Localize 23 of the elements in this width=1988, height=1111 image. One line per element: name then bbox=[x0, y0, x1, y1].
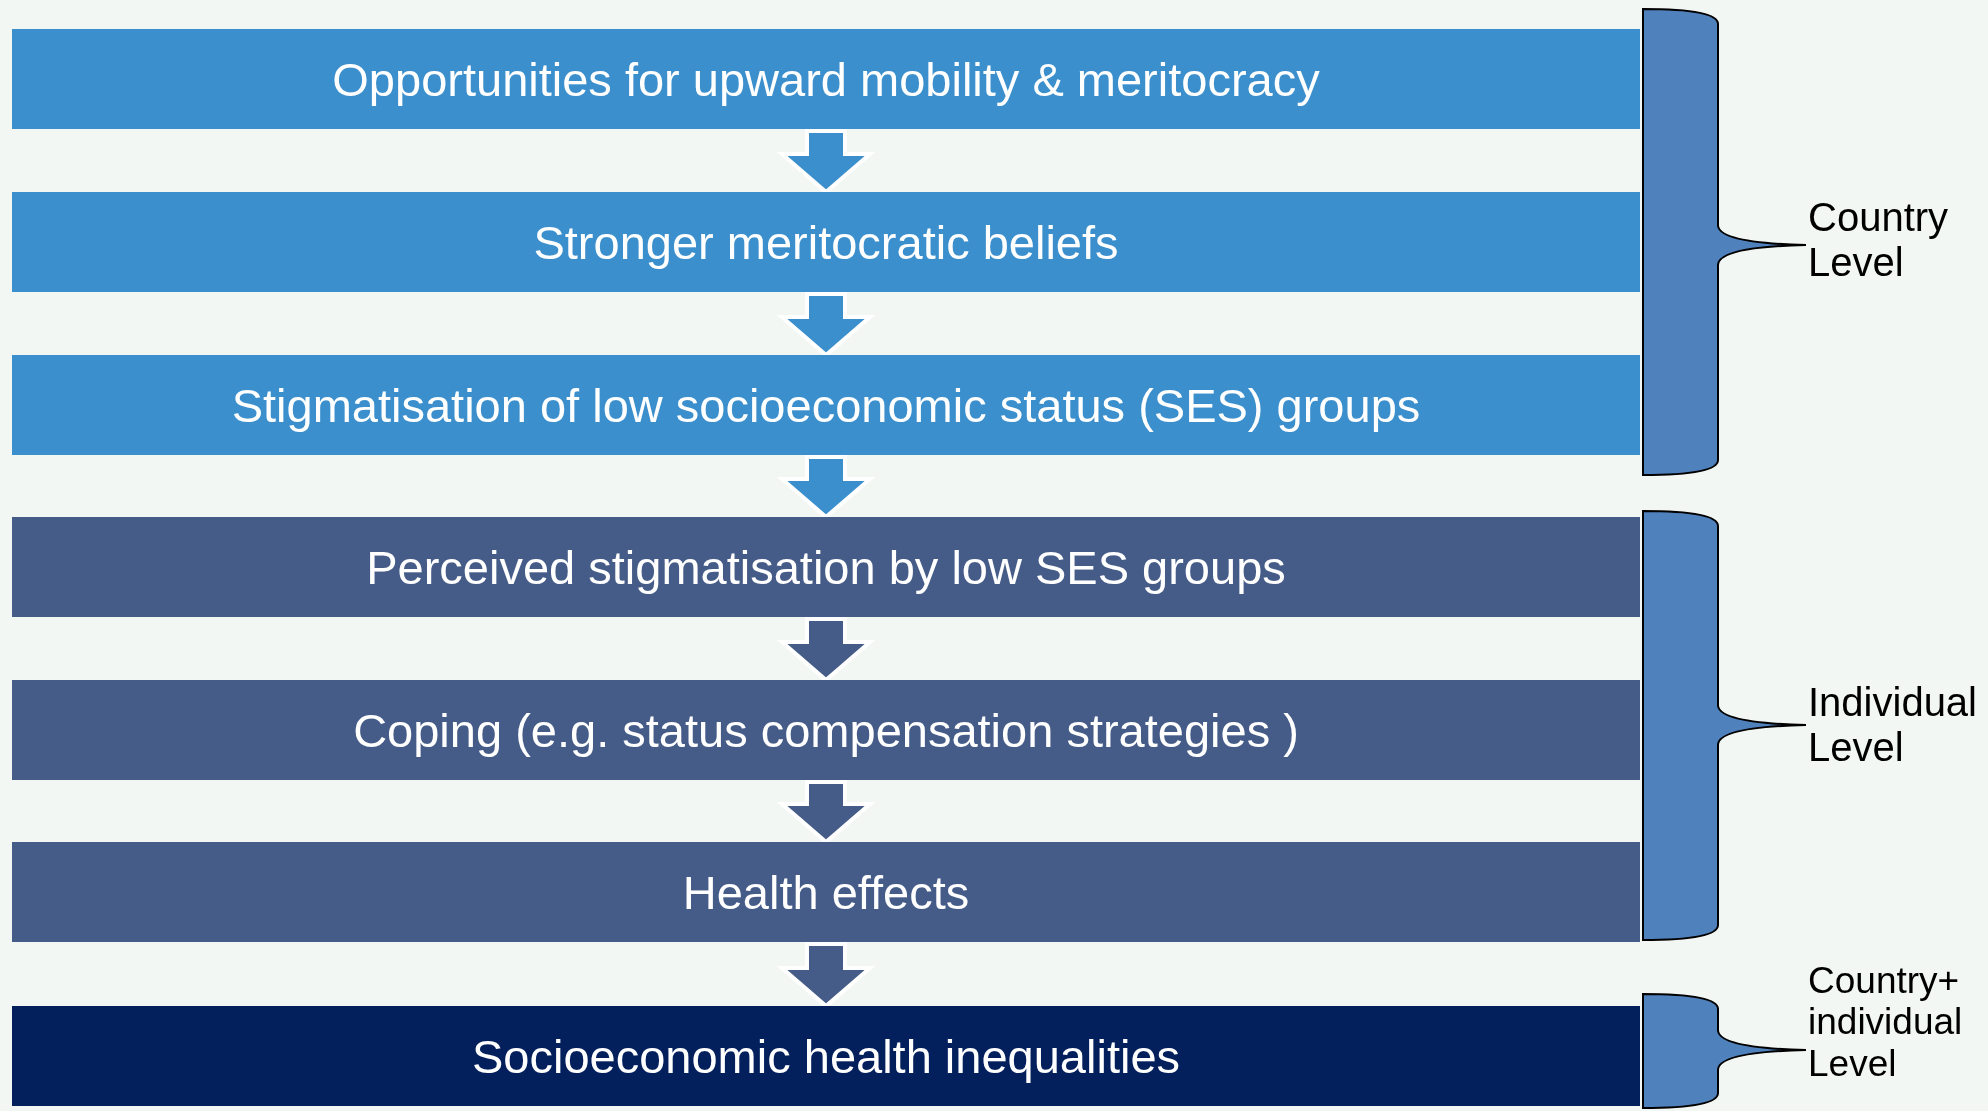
block-arrow bbox=[776, 780, 876, 845]
block-arrow bbox=[776, 129, 876, 195]
box-text: Stigmatisation of low socioeconomic status (SES) groups bbox=[231, 377, 1421, 433]
box-text: Coping (e.g. status compensation strategies ) bbox=[353, 702, 1299, 758]
process-box bbox=[12, 192, 1640, 292]
process-box bbox=[12, 680, 1640, 780]
box-text: Stronger meritocratic beliefs bbox=[533, 214, 1119, 270]
process-box bbox=[12, 355, 1640, 455]
box-text: Health effects bbox=[682, 864, 970, 920]
box-text: Socioeconomic health inequalities bbox=[471, 1028, 1181, 1084]
level-label: Country+ individual Level bbox=[1808, 960, 1964, 1085]
level-label: Country Level bbox=[1808, 195, 1950, 285]
block-arrow bbox=[776, 292, 876, 358]
process-box bbox=[12, 517, 1640, 617]
level-label: Individual Level bbox=[1808, 680, 1978, 770]
process-box bbox=[12, 1006, 1640, 1106]
block-arrow bbox=[776, 942, 876, 1009]
box-text: Opportunities for upward mobility & meritocracy bbox=[332, 51, 1320, 107]
block-arrow bbox=[776, 455, 876, 520]
process-box bbox=[12, 29, 1640, 129]
box-text: Perceived stigmatisation by low SES groups bbox=[366, 539, 1286, 595]
block-arrow bbox=[776, 617, 876, 683]
process-box bbox=[12, 842, 1640, 942]
